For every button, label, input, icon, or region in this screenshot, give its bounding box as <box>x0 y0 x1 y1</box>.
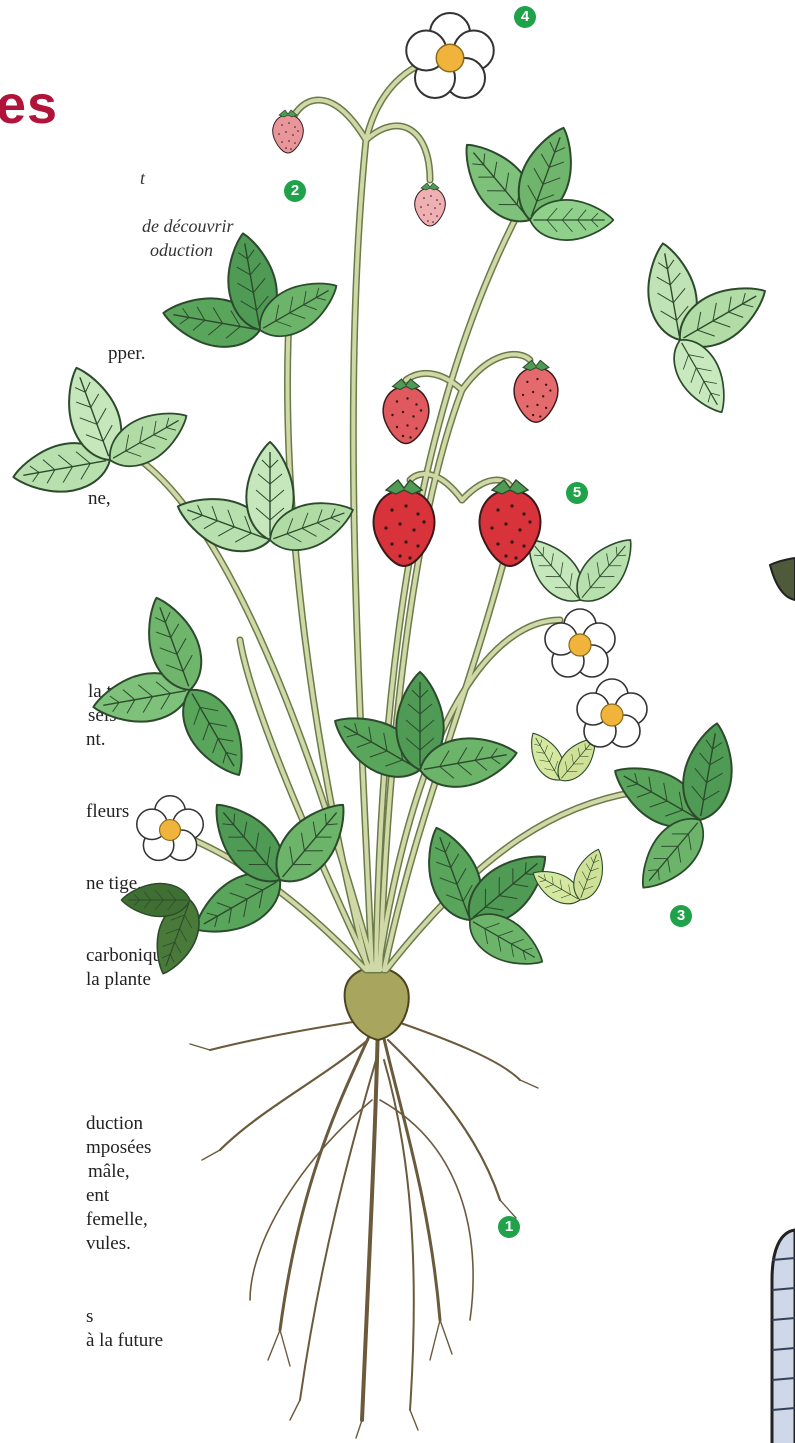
marker-fruit: 5 <box>566 482 588 504</box>
marker-stems: 2 <box>284 180 306 202</box>
marker-leaves: 3 <box>670 905 692 927</box>
marker-roots: 1 <box>498 1216 520 1238</box>
marker-flower: 4 <box>514 6 536 28</box>
cropped-jar <box>772 1230 795 1443</box>
cropped-object <box>770 558 795 600</box>
